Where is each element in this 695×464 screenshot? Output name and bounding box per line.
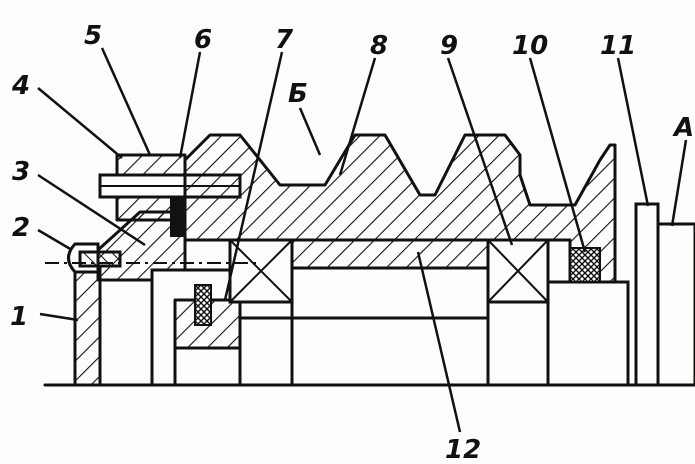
part-12-sleeve (290, 238, 490, 270)
label-A: А (672, 113, 694, 143)
part-1-plate (73, 266, 102, 387)
label-11: 11 (600, 31, 636, 61)
leader-3 (37, 173, 146, 247)
shaft-right (546, 280, 630, 387)
label-9: 9 (440, 31, 458, 61)
leader-4 (37, 87, 123, 159)
leader-1 (39, 312, 79, 322)
label-3: 3 (12, 157, 30, 187)
part-10-seal (569, 247, 601, 283)
label-7: 7 (275, 25, 294, 55)
part-7-bearing-cross (229, 239, 293, 303)
part-9-bearing-cross (487, 239, 549, 303)
shaft-body (290, 266, 490, 387)
part-A-plate (656, 222, 695, 387)
label-B: Б (288, 79, 308, 109)
label-8: 8 (370, 31, 388, 61)
label-5: 5 (84, 21, 102, 51)
label-1: 1 (10, 302, 28, 332)
leader-7 (223, 51, 284, 301)
leader-11 (616, 57, 650, 207)
label-6: 6 (194, 25, 212, 55)
leader-2 (37, 228, 73, 252)
inner-hub-lower (173, 346, 242, 387)
leader-B (298, 107, 322, 156)
seal-lower (194, 284, 212, 326)
label-12: 12 (445, 435, 481, 464)
part-6-nut (170, 197, 185, 237)
leader-6 (178, 51, 202, 159)
leader-9 (446, 57, 514, 246)
leader-8 (338, 57, 377, 176)
leader-10 (528, 57, 587, 253)
leader-12 (416, 251, 462, 433)
label-2: 2 (12, 213, 30, 243)
part-11-plate (634, 202, 660, 387)
label-4: 4 (11, 71, 30, 101)
leader-A (670, 139, 688, 227)
label-10: 10 (512, 31, 548, 61)
leader-5 (100, 47, 152, 156)
